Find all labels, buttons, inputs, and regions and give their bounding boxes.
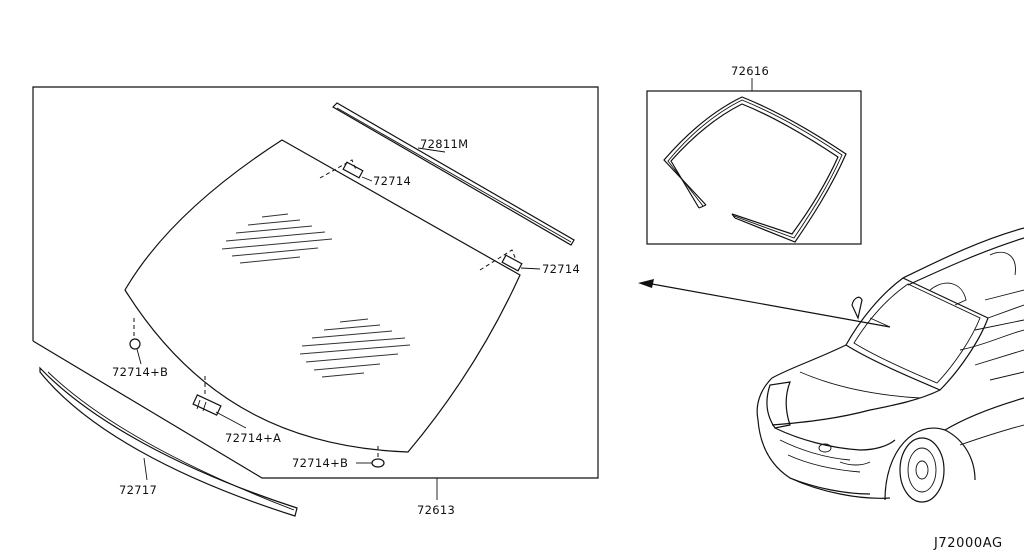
- clip-b-left: [129, 318, 141, 350]
- label-clip-b-left: 72714+B: [112, 365, 168, 379]
- label-clip-b-bottom: 72714+B: [292, 456, 348, 470]
- label-72616: 72616: [731, 64, 769, 78]
- drawing-code: J72000AG: [933, 536, 1003, 551]
- label-72811M: 72811M: [420, 137, 468, 151]
- leader-clip-b-left: [136, 348, 142, 365]
- weatherstrip: [663, 96, 847, 243]
- clip-upper-2: [479, 249, 523, 272]
- clip-a: [192, 376, 222, 416]
- weatherstrip-box: [646, 90, 862, 245]
- pointer-arrow: [651, 283, 891, 328]
- label-clip-upper-1: 72714: [373, 174, 411, 188]
- label-clip-a: 72714+A: [225, 431, 281, 445]
- glass-hatching: [221, 213, 411, 378]
- top-moulding: [332, 102, 575, 246]
- cowl-moulding: [39, 366, 298, 517]
- clip-upper-1: [319, 159, 364, 179]
- windshield-glass: [124, 139, 521, 453]
- label-72717: 72717: [119, 483, 157, 497]
- glass-frame-box: [32, 86, 599, 479]
- arrow-head: [638, 279, 654, 288]
- leader-clip-a: [215, 411, 247, 429]
- car-illustration: [756, 227, 1024, 503]
- leader-72717: [143, 457, 148, 481]
- label-clip-upper-2: 72714: [542, 262, 580, 276]
- leader-72811M: [417, 147, 446, 153]
- leader-clip-upper-1: [361, 176, 373, 182]
- label-72613: 72613: [417, 503, 455, 517]
- leader-clip-upper-2: [520, 267, 541, 270]
